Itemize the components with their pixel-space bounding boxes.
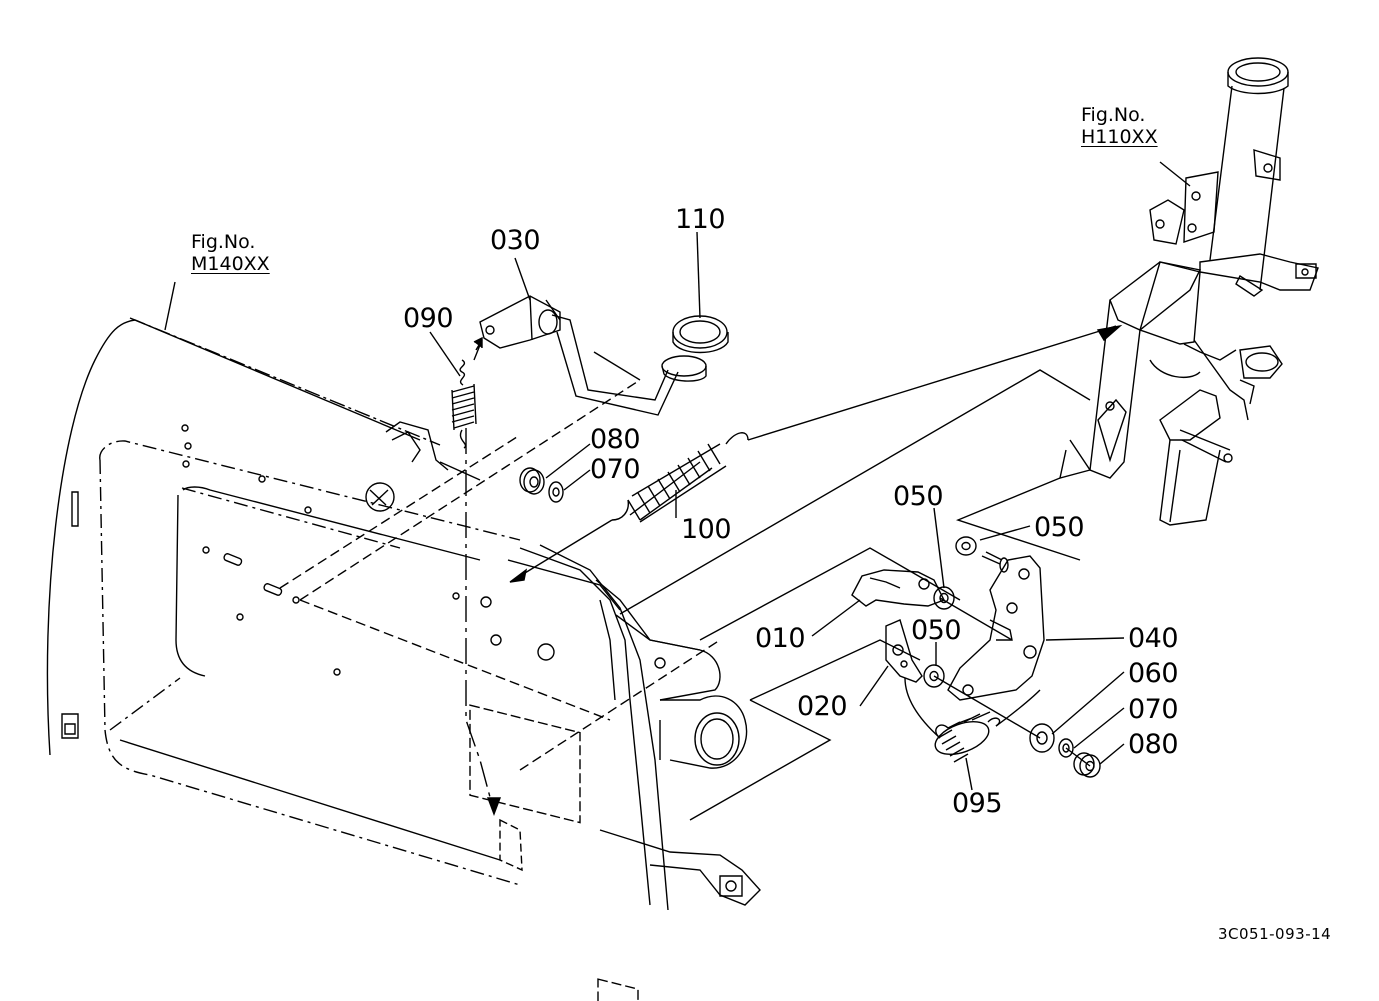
mount-bracket: [386, 422, 760, 1001]
figure-ref-h110-number: H110XX: [1081, 126, 1158, 149]
part-label-080-upper[interactable]: 080: [590, 424, 641, 455]
part-label-070-upper[interactable]: 070: [590, 454, 641, 485]
part-label-020[interactable]: 020: [797, 691, 848, 722]
part-label-060[interactable]: 060: [1128, 658, 1179, 689]
part-label-090[interactable]: 090: [403, 303, 454, 334]
part-label-095[interactable]: 095: [952, 788, 1003, 819]
leader-lines: [165, 162, 1190, 790]
part-label-030[interactable]: 030: [490, 225, 541, 256]
steering-column: [1060, 58, 1318, 525]
pivot-arm-030: [480, 296, 678, 415]
part-label-010[interactable]: 010: [755, 623, 806, 654]
part-label-050-right[interactable]: 050: [1034, 512, 1085, 543]
nut-080-upper: [520, 468, 544, 494]
part-label-040[interactable]: 040: [1128, 623, 1179, 654]
part-label-080-lower[interactable]: 080: [1128, 729, 1179, 760]
part-label-100[interactable]: 100: [681, 514, 732, 545]
cam-plate-010: [852, 570, 944, 606]
bolt: [982, 552, 1008, 572]
nut-080-lower: [1074, 753, 1100, 777]
washer-060: [1030, 724, 1054, 752]
part-label-050-top[interactable]: 050: [893, 481, 944, 512]
plate-040: [948, 556, 1044, 700]
link-020: [886, 620, 922, 682]
lock-washer-070-lower: [1059, 739, 1073, 757]
drawing-code: 3C051-093-14: [1218, 925, 1332, 943]
spring-095: [905, 678, 1040, 762]
lock-washer-070-upper: [549, 482, 563, 502]
washer-050-c: [924, 665, 944, 687]
figure-ref-m140-number: M140XX: [191, 253, 270, 276]
assembly-lines: [280, 326, 1120, 820]
figure-ref-h110-caption: Fig.No.: [1081, 104, 1146, 126]
figure-ref-m140-caption: Fig.No.: [191, 231, 256, 253]
part-label-110[interactable]: 110: [675, 204, 726, 235]
pedal-pad-110: [662, 316, 728, 381]
part-label-070-lower[interactable]: 070: [1128, 694, 1179, 725]
part-label-050-mid[interactable]: 050: [911, 615, 962, 646]
spring-090: [452, 360, 476, 448]
washer-050-a: [956, 537, 976, 555]
figure-ref-m140[interactable]: Fig.No. M140XX: [191, 231, 270, 276]
figure-ref-h110[interactable]: Fig.No. H110XX: [1081, 104, 1158, 149]
side-panel: [47, 318, 554, 885]
